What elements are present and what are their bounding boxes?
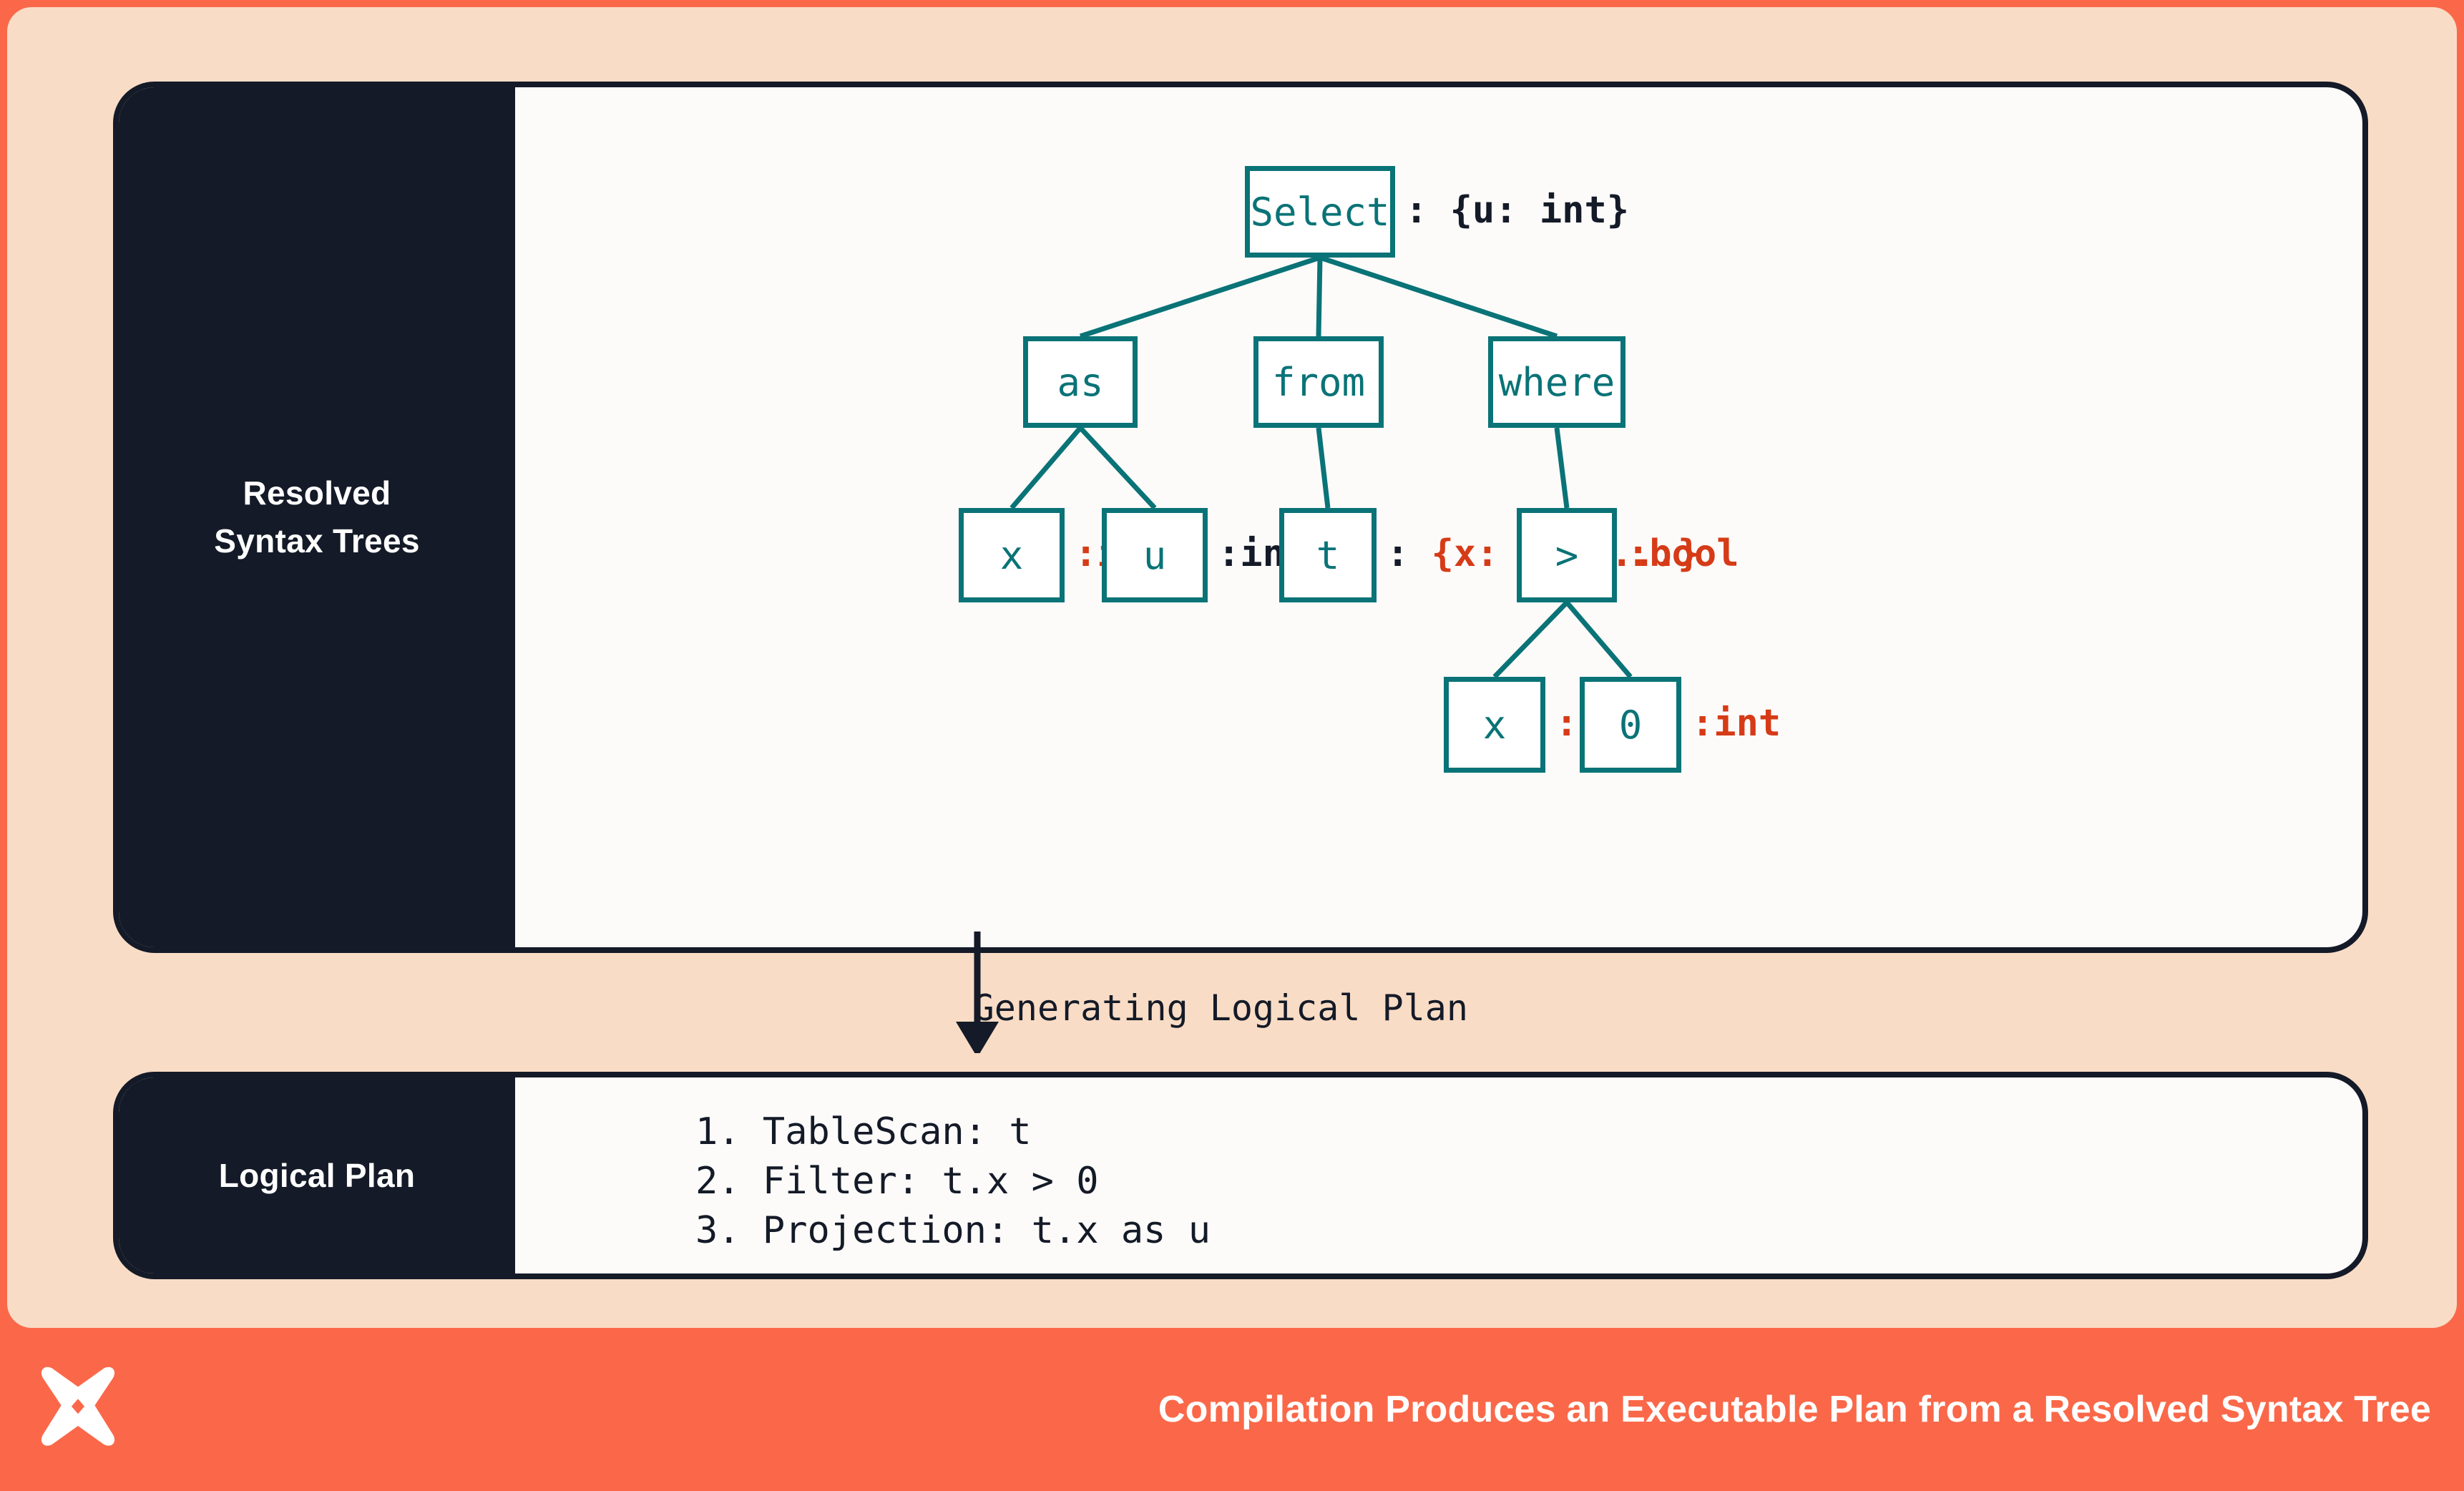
footer-caption: Compilation Produces an Executable Plan … <box>1158 1389 2431 1430</box>
logical-plan-label: Logical Plan <box>119 1077 515 1274</box>
tree-node-from[interactable]: from <box>1253 336 1384 428</box>
tree-node-label: x <box>1482 702 1507 748</box>
tree-node-label: 0 <box>1618 702 1643 748</box>
footer-bar: Compilation Produces an Executable Plan … <box>0 1328 2464 1491</box>
tree-panel-label-line2: Syntax Trees <box>214 522 420 559</box>
tree-node-label: as <box>1057 359 1104 405</box>
tree-node-as-x[interactable]: x <box>959 508 1065 602</box>
tree-edge-select-as <box>1079 255 1321 339</box>
tree-panel-label-line1: Resolved <box>243 474 391 512</box>
plan-step-2: 2. Filter: t.x > 0 <box>695 1160 1099 1203</box>
tree-node-as-u[interactable]: u <box>1102 508 1208 602</box>
type-annotation-cmp: :bool <box>1627 532 1739 575</box>
tree-node-cmp-0[interactable]: 0 <box>1580 677 1681 773</box>
flow-connector: Generating Logical Plan <box>113 932 2368 1075</box>
tree-edge-cmp-cmp-0 <box>1565 600 1633 679</box>
tree-edge-as-as-u <box>1078 426 1157 510</box>
tree-node-label: from <box>1271 359 1366 405</box>
tree-node-label: t <box>1316 532 1340 578</box>
logical-plan-card: Logical Plan 1. TableScan: t 2. Filter: t… <box>113 1072 2368 1279</box>
logical-plan-steps: 1. TableScan: t 2. Filter: t.x > 0 3. Proj… <box>515 1077 2362 1274</box>
type-annotation-select: : {u: int} <box>1405 189 1630 232</box>
tree-panel-label-text: Resolved Syntax Trees <box>214 469 419 564</box>
flow-caption: Generating Logical Plan <box>972 987 1468 1029</box>
butterfly-star-logo-icon <box>41 1367 115 1446</box>
resolved-syntax-trees-card: Resolved Syntax Trees Select : {u: int} as… <box>113 82 2368 953</box>
tree-node-cmp-x[interactable]: x <box>1444 677 1545 773</box>
type-annotation-cmp-0: :int <box>1691 702 1781 745</box>
tree-node-label: x <box>999 532 1024 578</box>
tree-edge-where-cmp <box>1554 427 1570 509</box>
tree-node-select[interactable]: Select <box>1245 166 1395 258</box>
tree-node-as[interactable]: as <box>1023 336 1138 428</box>
plan-step-1: 1. TableScan: t <box>695 1110 1032 1153</box>
tree-edge-select-from <box>1316 257 1323 337</box>
tree-node-cmp[interactable]: > <box>1517 508 1617 602</box>
syntax-tree-canvas: Select: {u: int}asfromwherex:intu:intt: … <box>515 87 2362 947</box>
tree-edge-from-from-t <box>1316 427 1331 509</box>
tree-edge-cmp-cmp-x <box>1492 600 1569 679</box>
tree-node-label: where <box>1498 359 1615 405</box>
tree-node-label: > <box>1555 532 1579 578</box>
down-arrow-icon <box>956 932 999 1053</box>
plan-panel-label-text: Logical Plan <box>218 1157 416 1194</box>
poster-canvas: Resolved Syntax Trees Select : {u: int} as… <box>7 7 2457 1328</box>
tree-node-where[interactable]: where <box>1488 336 1625 428</box>
plan-step-3: 3. Projection: t.x as u <box>695 1209 1211 1253</box>
tree-edge-as-as-x <box>1009 426 1082 510</box>
resolved-syntax-trees-label: Resolved Syntax Trees <box>119 87 515 947</box>
tree-edge-select-where <box>1319 255 1558 339</box>
tree-node-label: u <box>1143 532 1167 578</box>
tree-node-from-t[interactable]: t <box>1279 508 1377 602</box>
tree-node-label: Select <box>1250 189 1390 235</box>
